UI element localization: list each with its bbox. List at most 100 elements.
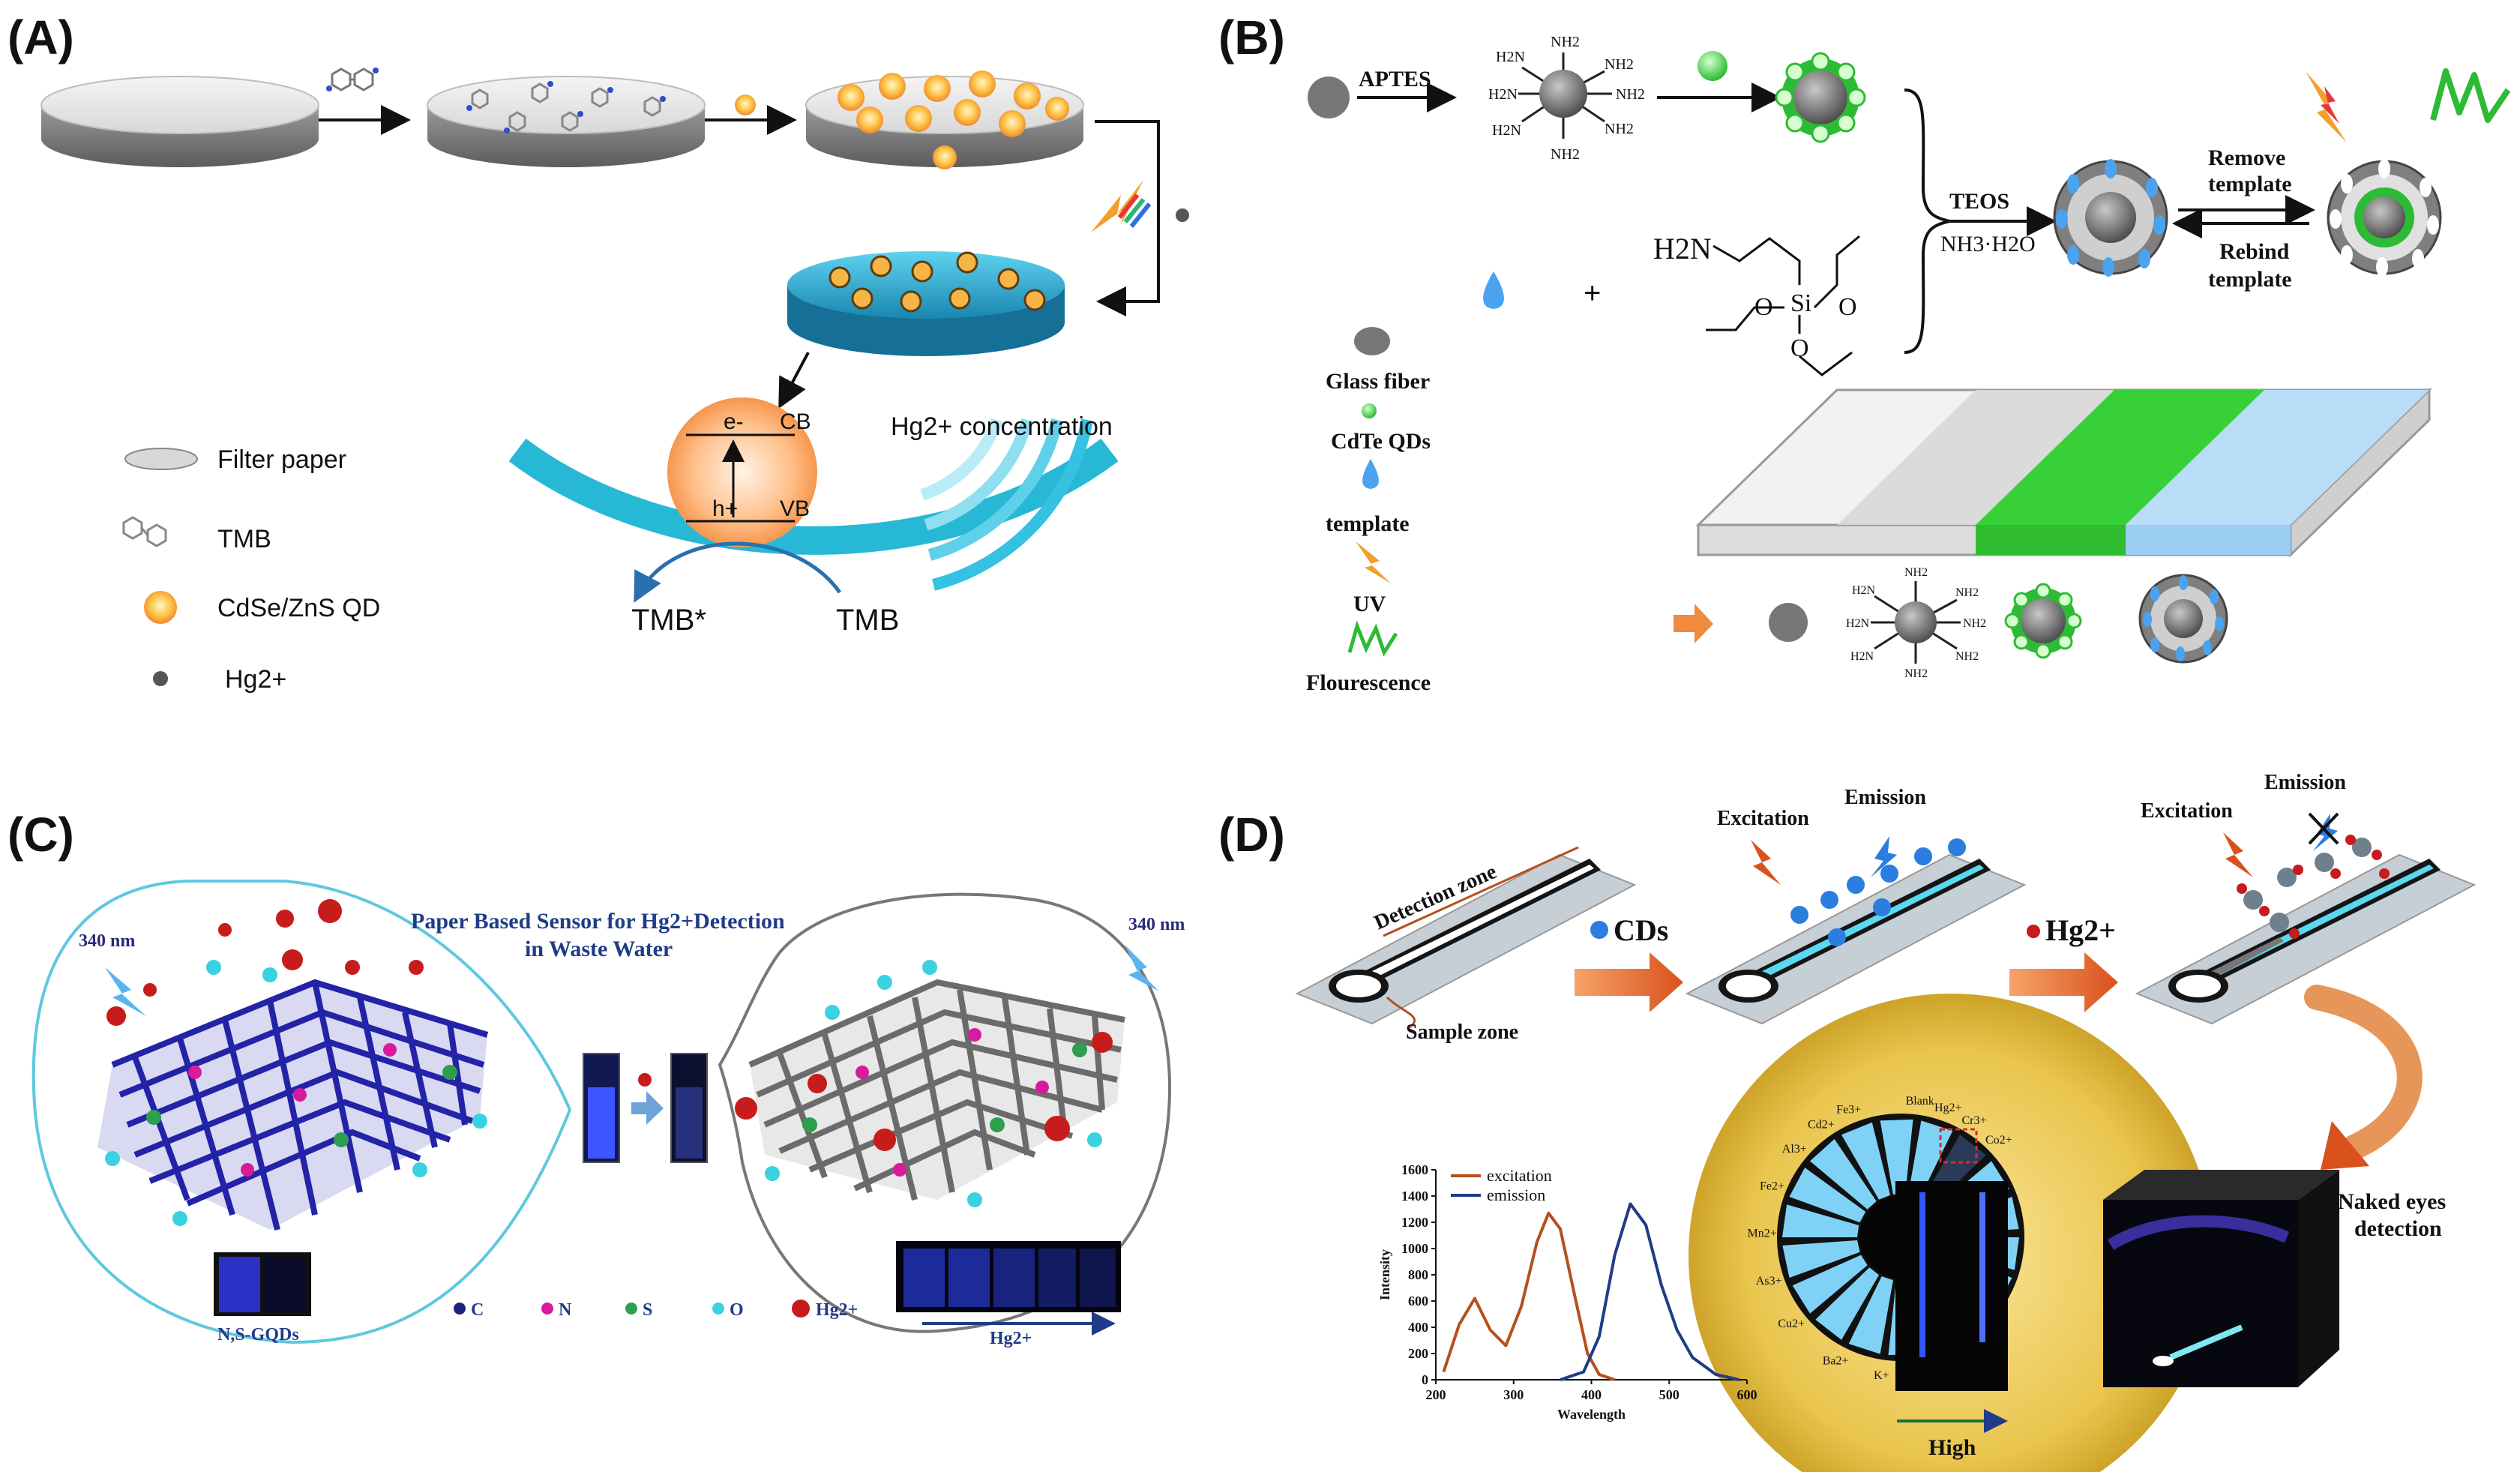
vb-label: VB xyxy=(780,496,810,521)
x-tick-label: 300 xyxy=(1503,1387,1524,1402)
panel-a-label: (A) xyxy=(7,10,74,64)
cds-dot xyxy=(1590,921,1608,939)
hg-drop xyxy=(638,1073,652,1087)
qd-coated-particle xyxy=(1775,52,1866,143)
legend-c-carbon: C xyxy=(471,1300,484,1320)
legend-tmb-icon xyxy=(122,516,167,547)
ion-label: Ba2+ xyxy=(1823,1354,1849,1367)
h2n-label: H2N xyxy=(1496,49,1525,65)
hg-concentration-label: Hg2+ concentration xyxy=(891,412,1113,441)
ion-label: As3+ xyxy=(1756,1275,1782,1288)
strip-photo xyxy=(1895,1181,2008,1433)
remove-template-label: Remove xyxy=(2208,145,2285,170)
legend-a: Filter paper TMB CdSe/ZnS QD Hg2+ xyxy=(122,445,380,694)
y-tick-label: 200 xyxy=(1408,1346,1428,1361)
qd-dish xyxy=(805,70,1084,169)
teos-label: TEOS xyxy=(1949,189,2009,214)
high-label: High xyxy=(1928,1435,1976,1460)
cds-label: CDs xyxy=(1614,913,1668,947)
oxidation-arrow xyxy=(634,541,842,603)
rosette-blade xyxy=(1782,1240,1860,1278)
legend-c-sulfur: S xyxy=(643,1300,652,1320)
hg-arrow-d xyxy=(2009,952,2118,1012)
nh2-label: NH2 xyxy=(1904,667,1928,680)
rosette-blade xyxy=(1792,1255,1868,1314)
y-tick-label: 400 xyxy=(1408,1320,1428,1335)
legend-qd: CdSe/ZnS QD xyxy=(217,594,380,622)
strip-qd-particle xyxy=(2004,583,2082,659)
ion-label: Cr3+ xyxy=(1961,1114,1986,1127)
vial-arrow xyxy=(631,1091,664,1125)
excitation-label-2: Excitation xyxy=(2141,799,2233,823)
excitation-bolt xyxy=(1751,840,1781,885)
nh2-label: NH2 xyxy=(1904,566,1928,579)
y-axis-title: Intensity xyxy=(1377,1249,1392,1300)
fluorescence-icon xyxy=(2430,68,2511,123)
rosette-blade xyxy=(1848,1276,1893,1354)
legend-glass-fiber: Glass fiber xyxy=(1326,369,1430,394)
x-tick-label: 400 xyxy=(1581,1387,1602,1402)
rebind-template-label: Rebind xyxy=(2219,239,2290,264)
panel-c-label: (C) xyxy=(7,808,74,862)
concentration-arc xyxy=(508,438,1119,555)
hg-ions-floating xyxy=(106,899,424,1026)
rosette-blade xyxy=(1782,1204,1859,1237)
panel-d-label: (D) xyxy=(1218,808,1285,862)
y-tick-label: 600 xyxy=(1408,1294,1428,1309)
si-label: Si xyxy=(1790,289,1811,317)
excitation-label: Excitation xyxy=(1717,807,1809,830)
bracket xyxy=(1904,88,1950,354)
aminated-particle xyxy=(1518,52,1612,139)
legend-cdte-qds: CdTe QDs xyxy=(1331,429,1431,454)
h2n-label: H2N xyxy=(1852,584,1876,597)
nh2-label: NH2 xyxy=(1963,617,1986,630)
y-tick-label: 1200 xyxy=(1401,1215,1428,1230)
rosette-blade xyxy=(1908,1120,1953,1198)
cdte-qd-icon xyxy=(1697,51,1727,81)
vial-after xyxy=(670,1053,708,1163)
hole-label: h+ xyxy=(712,496,738,521)
band-diagram: e- CB h+ VB xyxy=(667,397,817,547)
rosette-blade xyxy=(1789,1168,1866,1223)
gqd-inset-label: N,S-GQDs xyxy=(217,1325,299,1345)
gqd-sheet xyxy=(97,960,489,1231)
series-line-emission xyxy=(1560,1202,1740,1381)
y-tick-label: 0 xyxy=(1422,1372,1428,1387)
inset-photo-right xyxy=(896,1241,1121,1312)
ion-label: K+ xyxy=(1874,1369,1889,1382)
legend-label-excitation: excitation xyxy=(1487,1166,1552,1185)
paper-strip-empty xyxy=(1295,853,1637,1025)
legend-c-nitrogen: N xyxy=(559,1300,572,1320)
hg-dot-d xyxy=(2027,925,2040,938)
emission-bolt xyxy=(1871,836,1897,877)
h2n-label: H2N xyxy=(1850,650,1874,663)
panel-c-title-line1: Paper Based Sensor for Hg2+Detection xyxy=(411,909,785,934)
ion-label: Cd2+ xyxy=(1808,1119,1835,1132)
panel-d: (D) Detection zone Sample zone CDs xyxy=(1218,771,2477,1472)
y-tick-label: 1600 xyxy=(1401,1162,1428,1177)
uv-icon xyxy=(2306,71,2347,142)
curved-arrow xyxy=(2304,985,2423,1160)
ion-label: Blank xyxy=(1906,1095,1934,1108)
panel-b: (B) APTES NH2 NH2 NH2 NH2 NH2 H2N H2N H2… xyxy=(1218,10,2511,695)
cds-particles xyxy=(1790,838,1966,946)
hg-gqd-sheet xyxy=(735,960,1125,1207)
panel-b-label: (B) xyxy=(1218,10,1285,64)
cb-label: CB xyxy=(780,409,811,434)
nh2-label: NH2 xyxy=(1551,34,1580,50)
sensor-strip xyxy=(1695,387,2432,558)
legend-tmb: TMB xyxy=(217,525,271,553)
legend-label-emission: emission xyxy=(1487,1186,1545,1204)
blue-reaction-dish xyxy=(787,251,1065,356)
uv-bolt-left xyxy=(105,967,146,1016)
ion-label: Fe3+ xyxy=(1836,1104,1861,1117)
strip-aminated-particle xyxy=(1871,581,1961,664)
wavelength-label-left: 340 nm xyxy=(79,931,135,951)
ion-label: Al3+ xyxy=(1782,1143,1807,1156)
quench-cross-icon xyxy=(2308,812,2339,845)
naked-eye-box xyxy=(2103,1170,2339,1387)
ion-label: Cu2+ xyxy=(1778,1318,1805,1330)
light-flash-icon xyxy=(1091,180,1152,232)
